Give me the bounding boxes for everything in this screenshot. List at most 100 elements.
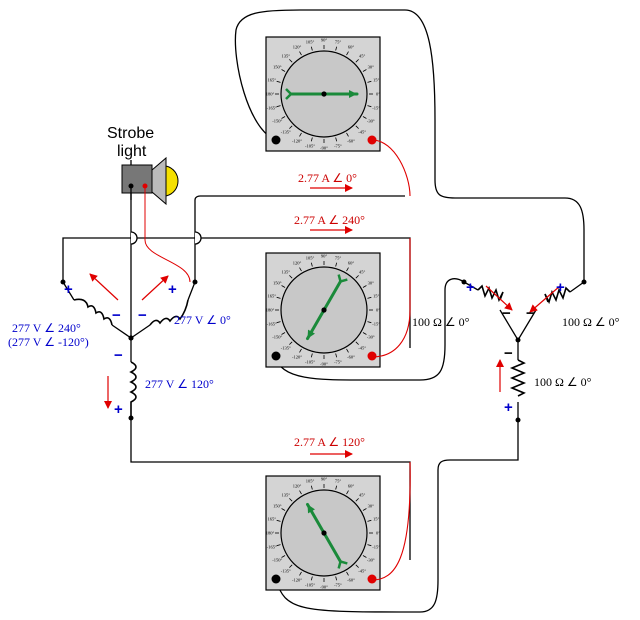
meter-red-terminal bbox=[367, 351, 377, 361]
wire-jumpers bbox=[130, 231, 202, 245]
meter-pivot bbox=[321, 307, 327, 313]
dial-tick bbox=[289, 59, 293, 63]
dial-tick bbox=[335, 46, 338, 51]
meter-black-terminal bbox=[271, 574, 281, 584]
load-l-plus: + bbox=[466, 279, 475, 296]
src-a-minus: − bbox=[138, 307, 147, 324]
dial-tick bbox=[346, 51, 349, 56]
src-a-plus: + bbox=[168, 281, 177, 298]
dial-tick bbox=[276, 544, 281, 547]
dial-tick-label: -135° bbox=[281, 130, 291, 135]
source-a-coil-turns bbox=[149, 299, 189, 326]
source-a-label: 277 V ∠ 0° bbox=[174, 313, 231, 327]
load-l-minus: − bbox=[502, 305, 511, 322]
dial-tick bbox=[335, 262, 338, 267]
meter-pointer-tail bbox=[337, 274, 348, 283]
dial-tick-label: -60° bbox=[347, 577, 355, 582]
meter-red-terminal bbox=[367, 574, 377, 584]
dial-tick-label: -90° bbox=[320, 585, 328, 590]
dial-tick-label: 180° bbox=[266, 308, 275, 313]
load-b-plus: + bbox=[504, 399, 513, 416]
dial-tick bbox=[299, 267, 302, 272]
dial-tick bbox=[310, 485, 313, 490]
dial-tick bbox=[281, 69, 286, 72]
dial-tick bbox=[362, 116, 367, 119]
dial-tick bbox=[281, 555, 286, 558]
dial-tick bbox=[299, 51, 302, 56]
dial-tick-label: 30° bbox=[368, 281, 375, 286]
dial-tick bbox=[289, 498, 293, 502]
dial-tick bbox=[346, 490, 349, 495]
strobe-light: Strobe light bbox=[107, 125, 179, 206]
source-b-alt-label: (277 V ∠ -120°) bbox=[8, 335, 89, 349]
dial-tick-label: 30° bbox=[368, 65, 375, 70]
dial-tick bbox=[367, 321, 372, 324]
dial-tick bbox=[276, 80, 281, 83]
dial-tick bbox=[289, 125, 293, 129]
dial-tick-label: 15° bbox=[373, 78, 380, 83]
dial-tick bbox=[335, 576, 338, 581]
dial-tick bbox=[276, 105, 281, 108]
meter2-black-lead bbox=[275, 278, 465, 381]
dial-tick bbox=[362, 508, 367, 511]
dial-tick bbox=[299, 571, 302, 576]
dial-tick bbox=[281, 332, 286, 335]
coils bbox=[73, 298, 189, 418]
dial-tick-label: -60° bbox=[347, 354, 355, 359]
dial-tick bbox=[335, 485, 338, 490]
src-b-minus: − bbox=[112, 307, 121, 324]
dial-tick-label: 135° bbox=[282, 269, 291, 274]
dial-tick-label: -15° bbox=[372, 105, 380, 110]
dial-tick bbox=[281, 285, 286, 288]
dial-tick-label: -105° bbox=[305, 144, 315, 149]
dial-tick-label: -15° bbox=[372, 321, 380, 326]
load-r-minus: − bbox=[526, 305, 535, 322]
meter-red-leads bbox=[371, 139, 411, 581]
dial-tick-label: 0° bbox=[376, 92, 380, 97]
dial-tick-label: -150° bbox=[272, 119, 282, 124]
dial-tick bbox=[362, 555, 367, 558]
dial-tick-label: -15° bbox=[372, 544, 380, 549]
dial-tick bbox=[346, 267, 349, 272]
dial-tick bbox=[367, 80, 372, 83]
dial-tick-label: 75° bbox=[335, 255, 342, 260]
src-b-plus: + bbox=[64, 281, 73, 298]
meter-pointer-head bbox=[349, 90, 357, 98]
meter3-red-lead bbox=[371, 461, 411, 581]
resistor-bottom bbox=[509, 359, 527, 397]
dial-tick-label: 120° bbox=[293, 45, 302, 50]
dial-tick-label: -105° bbox=[305, 360, 315, 365]
dial-tick-label: 75° bbox=[335, 478, 342, 483]
dial-tick bbox=[355, 59, 359, 63]
meter3-black-lead bbox=[275, 420, 519, 613]
source-a-coil bbox=[130, 281, 196, 339]
labels: 277 V ∠ 0° 277 V ∠ 240° (277 V ∠ -120°) … bbox=[8, 171, 620, 449]
dial-tick bbox=[346, 132, 349, 137]
dial-tick bbox=[346, 348, 349, 353]
dial-tick bbox=[355, 498, 359, 502]
dial-tick bbox=[367, 105, 372, 108]
dial-tick-label: 150° bbox=[273, 65, 282, 70]
dial-tick-label: 135° bbox=[282, 53, 291, 58]
polarity-signs: + − + − − + + − + − − + bbox=[64, 279, 565, 418]
dial-tick-label: 90° bbox=[321, 38, 328, 43]
phase-meters: 0°15°30°45°60°75°90°105°120°135°150°165°… bbox=[265, 36, 381, 591]
phase-meter-2: 0°15°30°45°60°75°90°105°120°135°150°165°… bbox=[265, 252, 381, 368]
phase-meter-3: 0°15°30°45°60°75°90°105°120°135°150°165°… bbox=[265, 475, 381, 591]
dial-tick bbox=[299, 490, 302, 495]
meter1-black-lead bbox=[234, 9, 585, 282]
dial-tick-label: -105° bbox=[305, 583, 315, 588]
dial-tick-label: 60° bbox=[348, 261, 355, 266]
dial-tick-label: 165° bbox=[268, 294, 277, 299]
meter-pointer-tail bbox=[285, 88, 293, 100]
dial-tick bbox=[346, 571, 349, 576]
dial-tick-label: -135° bbox=[281, 346, 291, 351]
dial-tick-label: -90° bbox=[320, 146, 328, 151]
dial-tick bbox=[362, 285, 367, 288]
dial-tick-label: 165° bbox=[268, 78, 277, 83]
load-right-label: 100 Ω ∠ 0° bbox=[562, 315, 620, 329]
load-legs bbox=[463, 281, 585, 420]
resistors bbox=[477, 284, 571, 397]
meter2-red-lead bbox=[371, 238, 411, 358]
